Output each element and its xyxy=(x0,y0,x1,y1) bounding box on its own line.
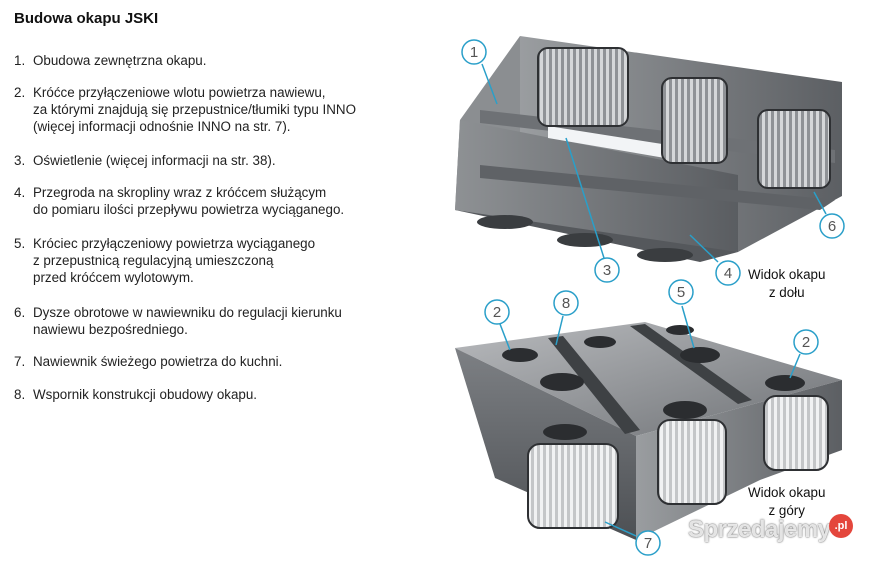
exhaust-outlet xyxy=(663,401,707,419)
list-item-text: Oświetlenie (więcej informacji na str. 3… xyxy=(33,153,276,168)
list-item-number: 7. xyxy=(14,354,26,369)
leader-line xyxy=(499,323,511,351)
fresh-air-diffuser xyxy=(763,395,829,471)
callout-number: 2 xyxy=(493,304,501,321)
callout-2-right: 2 xyxy=(793,329,819,355)
leader-line xyxy=(604,521,637,537)
callout-7: 7 xyxy=(635,530,661,556)
list-item-number: 4. xyxy=(14,185,26,200)
support-bracket xyxy=(548,336,640,434)
supply-diffuser xyxy=(661,77,728,164)
list-item-number: 2. xyxy=(14,85,26,100)
callout-number: 8 xyxy=(562,295,570,312)
supply-diffuser xyxy=(757,109,831,189)
exhaust-outlet xyxy=(540,373,584,391)
list-item-text: Obudowa zewnętrzna okapu. xyxy=(33,53,207,68)
list-item-number: 1. xyxy=(14,53,26,68)
callout-number: 1 xyxy=(470,44,478,61)
list-item-text: Wspornik konstrukcji obudowy okapu. xyxy=(33,387,258,402)
fresh-air-diffuser xyxy=(657,419,727,505)
exhaust-outlet xyxy=(680,347,720,363)
callout-1: 1 xyxy=(461,39,487,65)
top-view-caption: Widok okapu z góry xyxy=(748,485,826,518)
leader-line xyxy=(681,305,695,349)
list-item-number: 5. xyxy=(14,236,26,251)
callout-number: 7 xyxy=(644,535,652,552)
watermark-badge: .pl xyxy=(829,514,853,538)
supply-inlet xyxy=(765,375,805,391)
leader-line xyxy=(813,191,827,215)
condensate-partition xyxy=(480,165,835,210)
callout-8: 8 xyxy=(553,290,579,316)
leader-line xyxy=(481,63,498,105)
list-item-text: Króćce przyłączeniowe wlotu powietrza na… xyxy=(33,85,356,134)
leader-line xyxy=(789,353,801,379)
supply-inlet xyxy=(584,336,616,348)
supply-inlet xyxy=(666,325,694,335)
supply-inlet xyxy=(502,348,538,362)
page-title: Budowa okapu JSKI xyxy=(14,10,159,27)
callout-number: 6 xyxy=(828,218,836,235)
bottom-view-caption: Widok okapu z dołu xyxy=(748,267,826,300)
leader-line xyxy=(565,137,605,259)
hood-top-surface xyxy=(455,322,842,436)
callout-leaders xyxy=(481,63,827,537)
list-item-text: Przegroda na skropliny wraz z króćcem sł… xyxy=(33,185,345,217)
watermark-text: Sprzedajemy xyxy=(688,516,831,543)
callout-number: 4 xyxy=(724,265,732,282)
list-item-text: Dysze obrotowe w nawiewniku do regulacji… xyxy=(33,305,342,337)
callout-4: 4 xyxy=(715,260,741,286)
exhaust-opening xyxy=(637,248,693,262)
list-item-text: Króciec przyłączeniowy powietrza wyciąga… xyxy=(33,236,316,285)
exhaust-opening xyxy=(557,233,613,247)
callout-number: 2 xyxy=(802,334,810,351)
callout-number: 3 xyxy=(603,262,611,279)
top-view-hood xyxy=(455,322,842,540)
list-item-number: 3. xyxy=(14,153,26,168)
callout-6: 6 xyxy=(819,213,845,239)
list-item-number: 6. xyxy=(14,305,26,320)
list-item-number: 8. xyxy=(14,387,26,402)
supply-diffuser xyxy=(537,47,629,127)
callout-5: 5 xyxy=(668,279,694,305)
exhaust-opening xyxy=(477,215,533,229)
callout-3: 3 xyxy=(594,257,620,283)
supply-inlet xyxy=(543,424,587,440)
fresh-air-diffuser xyxy=(527,443,619,529)
support-bracket xyxy=(630,324,752,404)
bottom-view-hood xyxy=(455,36,842,262)
leader-line xyxy=(689,234,719,263)
callout-2: 2 xyxy=(484,299,510,325)
leader-line xyxy=(555,315,564,346)
list-item-text: Nawiewnik świeżego powietrza do kuchni. xyxy=(33,354,283,369)
callout-number: 5 xyxy=(677,284,685,301)
